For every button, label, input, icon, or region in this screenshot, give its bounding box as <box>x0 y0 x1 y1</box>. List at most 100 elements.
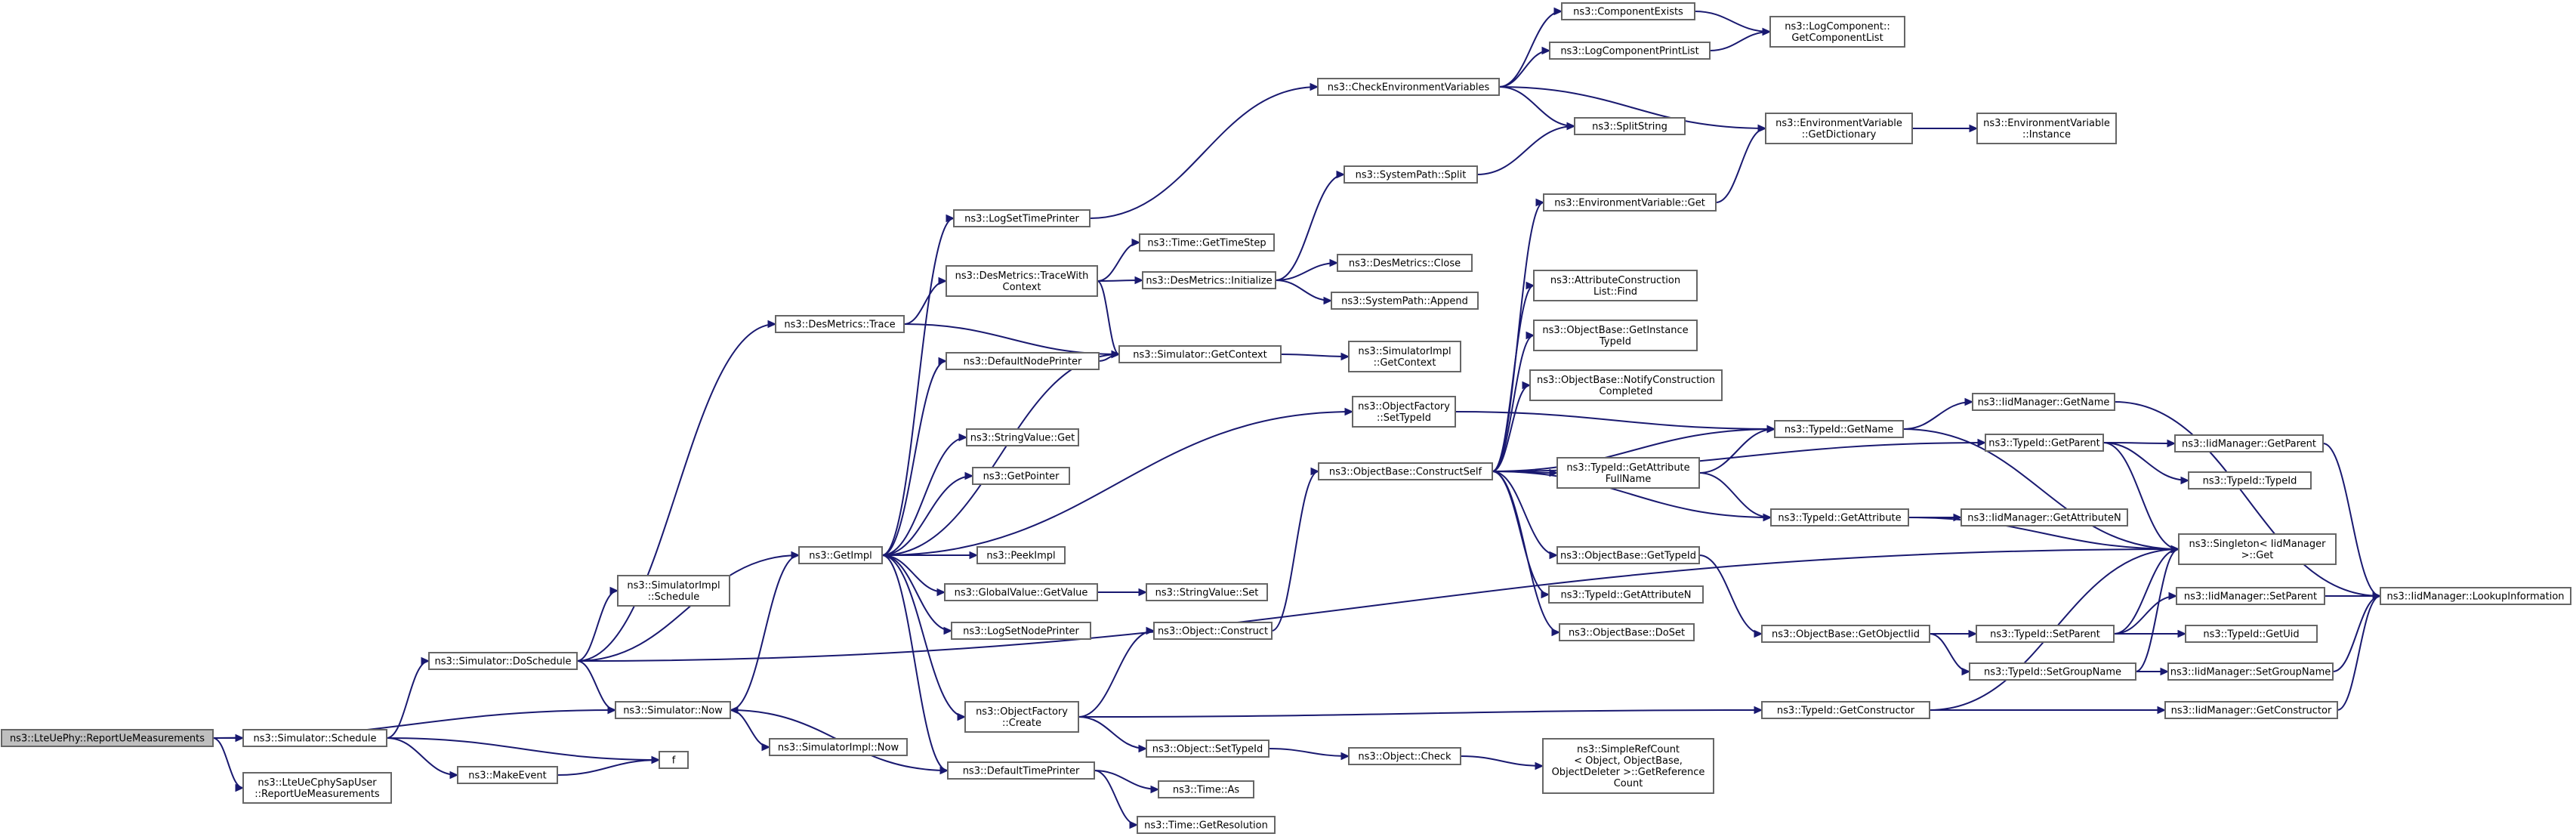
graph-node-iidlookup[interactable]: ns3::IidManager::LookupInformation <box>2380 587 2571 605</box>
graph-node-now[interactable]: ns3::Simulator::Now <box>615 701 731 719</box>
graph-node-objbasedoset[interactable]: ns3::ObjectBase::DoSet <box>1559 623 1695 641</box>
graph-node-iidgetparent[interactable]: ns3::IidManager::GetParent <box>2174 434 2324 452</box>
graph-node-timeas[interactable]: ns3::Time::As <box>1158 780 1254 798</box>
graph-node-globalvalueget[interactable]: ns3::GlobalValue::GetValue <box>944 583 1098 601</box>
graph-node-logsetnodeprinter[interactable]: ns3::LogSetNodePrinter <box>951 622 1091 640</box>
edge-compexists-to-logcompgetlist <box>1694 11 1771 32</box>
graph-node-logcompgetlist[interactable]: ns3::LogComponent::GetComponentList <box>1769 16 1905 48</box>
graph-node-timegettimestep[interactable]: ns3::Time::GetTimeStep <box>1139 233 1275 252</box>
graph-node-constructself[interactable]: ns3::ObjectBase::ConstructSelf <box>1318 462 1493 480</box>
graph-node-typeidgetattrn[interactable]: ns3::TypeId::GetAttributeN <box>1548 585 1704 604</box>
graph-node-defaultnodeprinter[interactable]: ns3::DefaultNodePrinter <box>946 352 1100 370</box>
graph-node-objfactorysettypeid[interactable]: ns3::ObjectFactory::SetTypeId <box>1352 396 1456 428</box>
edge-arrowhead <box>946 214 955 223</box>
graph-node-sched[interactable]: ns3::Simulator::Schedule <box>242 729 387 747</box>
graph-node-iidgetname[interactable]: ns3::IidManager::GetName <box>1972 393 2115 411</box>
node-label: Completed <box>1600 386 1653 397</box>
graph-node-objfactorycreate[interactable]: ns3::ObjectFactory::Create <box>964 701 1079 733</box>
edge-getimpl-to-logsetnodeprinter <box>881 554 952 632</box>
graph-node-makeevent[interactable]: ns3::MakeEvent <box>457 766 558 784</box>
edge-dosched-to-simimplsched <box>576 590 619 662</box>
node-label: ns3::SimulatorImpl::Now <box>778 743 899 754</box>
graph-node-iidsetparent[interactable]: ns3::IidManager::SetParent <box>2176 587 2325 605</box>
graph-node-typeidgetctor[interactable]: ns3::TypeId::GetConstructor <box>1761 701 1930 719</box>
graph-node-typeidtypeid[interactable]: ns3::TypeId::TypeId <box>2188 471 2312 489</box>
node-label: ns3::ObjectBase::GetInstance <box>1542 325 1688 336</box>
graph-node-getpointer[interactable]: ns3::GetPointer <box>972 467 1070 485</box>
node-label: ns3::CheckEnvironmentVariables <box>1328 82 1490 94</box>
graph-node-peekimpl[interactable]: ns3::PeekImpl <box>976 546 1066 564</box>
graph-node-simimplnow[interactable]: ns3::SimulatorImpl::Now <box>769 738 908 756</box>
node-label: ns3::TypeId::SetGroupName <box>1984 667 2121 678</box>
node-box <box>1574 117 1686 135</box>
node-box <box>1985 434 2104 452</box>
graph-node-objbasegettypeid[interactable]: ns3::ObjectBase::GetTypeId <box>1556 546 1700 564</box>
graph-node-iidgetctor[interactable]: ns3::IidManager::GetConstructor <box>2164 701 2338 719</box>
node-label: ns3::LogSetNodePrinter <box>963 626 1079 638</box>
graph-node-envvarinstance[interactable]: ns3::EnvironmentVariable::Instance <box>1976 113 2117 144</box>
edge-arrowhead <box>1541 590 1550 599</box>
graph-node-syspathsplit[interactable]: ns3::SystemPath::Split <box>1344 165 1478 184</box>
graph-node-ltecphy[interactable]: ns3::LteUeCphySapUser::ReportUeMeasureme… <box>242 772 392 804</box>
graph-node-defaulttimeprinter[interactable]: ns3::DefaultTimePrinter <box>947 761 1095 780</box>
graph-node-objconstruct[interactable]: ns3::Object::Construct <box>1153 622 1273 640</box>
graph-node-getobjectiid[interactable]: ns3::ObjectBase::GetObjectIid <box>1761 625 1930 643</box>
graph-node-compexists[interactable]: ns3::ComponentExists <box>1561 2 1695 20</box>
graph-node-desminit[interactable]: ns3::DesMetrics::Initialize <box>1142 271 1276 289</box>
edge-arrowhead <box>969 551 979 560</box>
edge-syspathsplit-to-splitstring <box>1476 125 1575 175</box>
graph-node-desmclose[interactable]: ns3::DesMetrics::Close <box>1337 254 1473 272</box>
graph-node-splitstring[interactable]: ns3::SplitString <box>1574 117 1686 135</box>
graph-node-stringvalueget[interactable]: ns3::StringValue::Get <box>966 428 1079 446</box>
graph-node-typeidgetuid[interactable]: ns3::TypeId::GetUid <box>2185 625 2318 643</box>
graph-node-typeidsetparent[interactable]: ns3::TypeId::SetParent <box>1976 625 2115 643</box>
graph-node-typeidgetattr[interactable]: ns3::TypeId::GetAttribute <box>1770 508 1909 527</box>
graph-node-simplerefcount[interactable]: ns3::SimpleRefCount< Object, ObjectBase,… <box>1542 738 1714 794</box>
graph-node-logsettimeprinter[interactable]: ns3::LogSetTimePrinter <box>953 209 1091 227</box>
graph-node-root[interactable]: ns3::LteUePhy::ReportUeMeasurements <box>1 729 214 747</box>
graph-node-checkenv[interactable]: ns3::CheckEnvironmentVariables <box>1317 78 1500 96</box>
edge-arrowhead <box>1535 761 1544 771</box>
node-box <box>1352 396 1456 428</box>
edge-checkenv-to-logcompprintlist <box>1498 50 1550 88</box>
edge-arrowhead <box>1129 820 1139 829</box>
edge-arrowhead <box>2160 667 2170 676</box>
graph-node-simimplsched[interactable]: ns3::SimulatorImpl::Schedule <box>617 575 730 607</box>
graph-node-stringvalueset[interactable]: ns3::StringValue::Set <box>1146 583 1268 601</box>
graph-node-simimplgetctx[interactable]: ns3::SimulatorImpl::GetContext <box>1348 341 1461 372</box>
edge-getimpl-to-defaulttimeprinter <box>881 554 949 771</box>
node-box <box>1348 747 1461 765</box>
graph-node-f[interactable]: f <box>659 751 689 769</box>
graph-node-timegetres[interactable]: ns3::Time::GetResolution <box>1137 816 1276 834</box>
edge-arrowhead <box>1111 350 1121 359</box>
graph-node-syspathappend[interactable]: ns3::SystemPath::Append <box>1331 292 1479 310</box>
node-label: ns3::GlobalValue::GetValue <box>955 588 1088 599</box>
graph-node-singletonget[interactable]: ns3::Singleton< IidManager >::Get <box>2178 533 2337 565</box>
graph-node-typeidgetparent[interactable]: ns3::TypeId::GetParent <box>1985 434 2104 452</box>
graph-node-desmtrace[interactable]: ns3::DesMetrics::Trace <box>775 315 905 333</box>
node-box <box>1344 165 1478 184</box>
graph-node-getimpl[interactable]: ns3::GetImpl <box>798 546 883 564</box>
graph-node-iidgetattrn[interactable]: ns3::IidManager::GetAttributeN <box>1961 508 2128 527</box>
graph-node-objcheck[interactable]: ns3::Object::Check <box>1348 747 1461 765</box>
graph-node-objsettypeid[interactable]: ns3::Object::SetTypeId <box>1146 740 1269 758</box>
edge-getimpl-to-logsettimeprinter <box>881 218 955 556</box>
edge-root-to-ltecphy <box>212 737 244 789</box>
graph-node-iidsetgroupname[interactable]: ns3::IidManager::SetGroupName <box>2167 662 2334 681</box>
graph-node-simgetctx[interactable]: ns3::Simulator::GetContext <box>1118 345 1282 363</box>
edge-iidgetparent-to-iidlookup <box>2322 443 2381 597</box>
graph-node-logcompprintlist[interactable]: ns3::LogComponentPrintList <box>1549 42 1711 60</box>
edge-objsettypeid-to-objcheck <box>1268 748 1350 757</box>
node-box <box>1142 271 1276 289</box>
graph-node-dosched[interactable]: ns3::Simulator::DoSchedule <box>428 652 578 670</box>
graph-node-envvarget[interactable]: ns3::EnvironmentVariable::Get <box>1543 193 1717 212</box>
graph-node-envvargetdict[interactable]: ns3::EnvironmentVariable::GetDictionary <box>1765 113 1913 144</box>
node-label: ns3::EnvironmentVariable <box>1983 118 2110 129</box>
graph-node-typeidgetname[interactable]: ns3::TypeId::GetName <box>1774 420 1904 438</box>
graph-node-notifyconstr[interactable]: ns3::ObjectBase::NotifyConstructionCompl… <box>1529 369 1723 401</box>
graph-node-typeidsetgroupname[interactable]: ns3::TypeId::SetGroupName <box>1969 662 2136 681</box>
